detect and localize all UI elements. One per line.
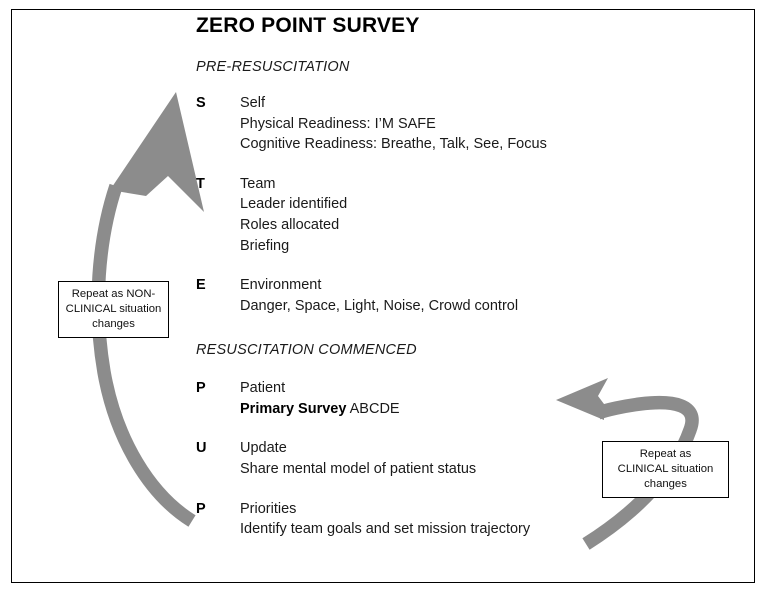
entry-body-environment: Environment Danger, Space, Light, Noise,… (240, 275, 616, 316)
entry-body-patient: Patient Primary Survey ABCDE (240, 378, 616, 419)
callout-clinical: Repeat as CLINICAL situation changes (602, 441, 729, 498)
callout-non-clinical-line-1: Repeat as NON- (71, 287, 156, 300)
primary-survey-label: Primary Survey (240, 400, 347, 417)
entry-letter-p-priorities: P (196, 500, 206, 517)
entry-priorities: P Priorities Identify team goals and set… (196, 499, 616, 540)
callout-non-clinical-line-2: CLINICAL situation (65, 302, 162, 315)
section-heading-resuscitation-commenced: RESUSCITATION COMMENCED (196, 342, 417, 359)
callout-clinical-line-2: CLINICAL situation (617, 462, 714, 475)
page-title: ZERO POINT SURVEY (196, 14, 420, 37)
entry-detail-environment-1: Danger, Space, Light, Noise, Crowd contr… (240, 297, 519, 314)
entry-detail-team-3: Briefing (240, 237, 290, 254)
survey-content: ZERO POINT SURVEY PRE-RESUSCITATION S Se… (196, 14, 616, 559)
entry-title-priorities: Priorities (240, 500, 297, 517)
entry-title-environment: Environment (240, 277, 322, 294)
entry-letter-e: E (196, 277, 206, 294)
entry-title-self: Self (240, 95, 265, 112)
callout-clinical-line-3: changes (644, 478, 687, 490)
entry-body-update: Update Share mental model of patient sta… (240, 438, 616, 479)
entry-detail-priorities-1: Identify team goals and set mission traj… (240, 521, 531, 538)
entry-environment: E Environment Danger, Space, Light, Nois… (196, 275, 616, 316)
entry-title-patient: Patient (240, 380, 286, 397)
entry-body-priorities: Priorities Identify team goals and set m… (240, 499, 616, 540)
entry-letter-u: U (196, 440, 207, 457)
entry-detail-team-1: Leader identified (240, 196, 348, 213)
entry-letter-t: T (196, 175, 205, 192)
entry-self: S Self Physical Readiness: I’M SAFE Cogn… (196, 93, 616, 155)
entry-patient: P Patient Primary Survey ABCDE (196, 378, 616, 419)
callout-non-clinical-text: Repeat as NON- CLINICAL situation change… (66, 287, 162, 332)
entry-update: U Update Share mental model of patient s… (196, 438, 616, 479)
entry-title-update: Update (240, 440, 287, 457)
entry-detail-self-1: Physical Readiness: I’M SAFE (240, 115, 436, 132)
entry-title-team: Team (240, 175, 276, 192)
entry-body-team: Team Leader identified Roles allocated B… (240, 174, 616, 256)
entry-body-self: Self Physical Readiness: I’M SAFE Cognit… (240, 93, 616, 155)
entry-detail-patient-1: Primary Survey ABCDE (240, 399, 616, 420)
entry-detail-self-2: Cognitive Readiness: Breathe, Talk, See,… (240, 136, 547, 153)
entry-detail-update-1: Share mental model of patient status (240, 461, 477, 478)
section-heading-pre-resuscitation: PRE-RESUSCITATION (196, 59, 350, 76)
callout-clinical-line-1: Repeat as (639, 447, 692, 460)
callout-non-clinical: Repeat as NON- CLINICAL situation change… (58, 281, 169, 338)
entry-detail-team-2: Roles allocated (240, 216, 340, 233)
callout-clinical-text: Repeat as CLINICAL situation changes (618, 447, 714, 492)
callout-non-clinical-line-3: changes (92, 318, 135, 330)
entry-letter-s: S (196, 95, 206, 112)
entry-team: T Team Leader identified Roles allocated… (196, 174, 616, 256)
entry-letter-p-patient: P (196, 380, 206, 397)
primary-survey-mnemonic: ABCDE (346, 400, 400, 417)
